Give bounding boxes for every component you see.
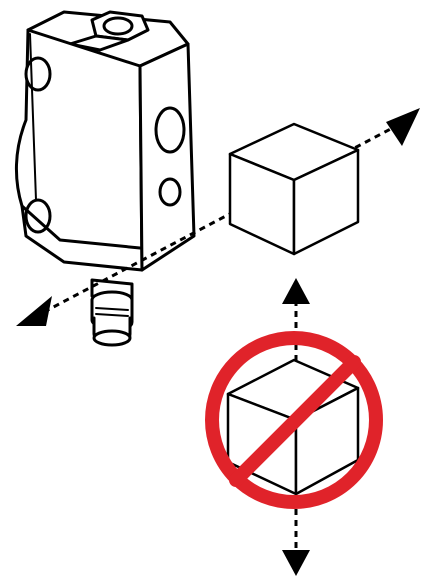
prohibition-circle <box>205 331 383 509</box>
target-cube-icon <box>228 122 360 256</box>
vertical-axis <box>282 278 310 576</box>
prohibited-cube-icon <box>205 331 383 509</box>
arrow-down-icon <box>282 550 310 576</box>
prohibition-slash <box>229 355 361 487</box>
arrow-right-icon <box>386 108 420 146</box>
photoelectric-sensor-icon <box>14 10 196 347</box>
arrow-left-icon <box>16 296 52 326</box>
arrow-up-icon <box>282 278 310 304</box>
